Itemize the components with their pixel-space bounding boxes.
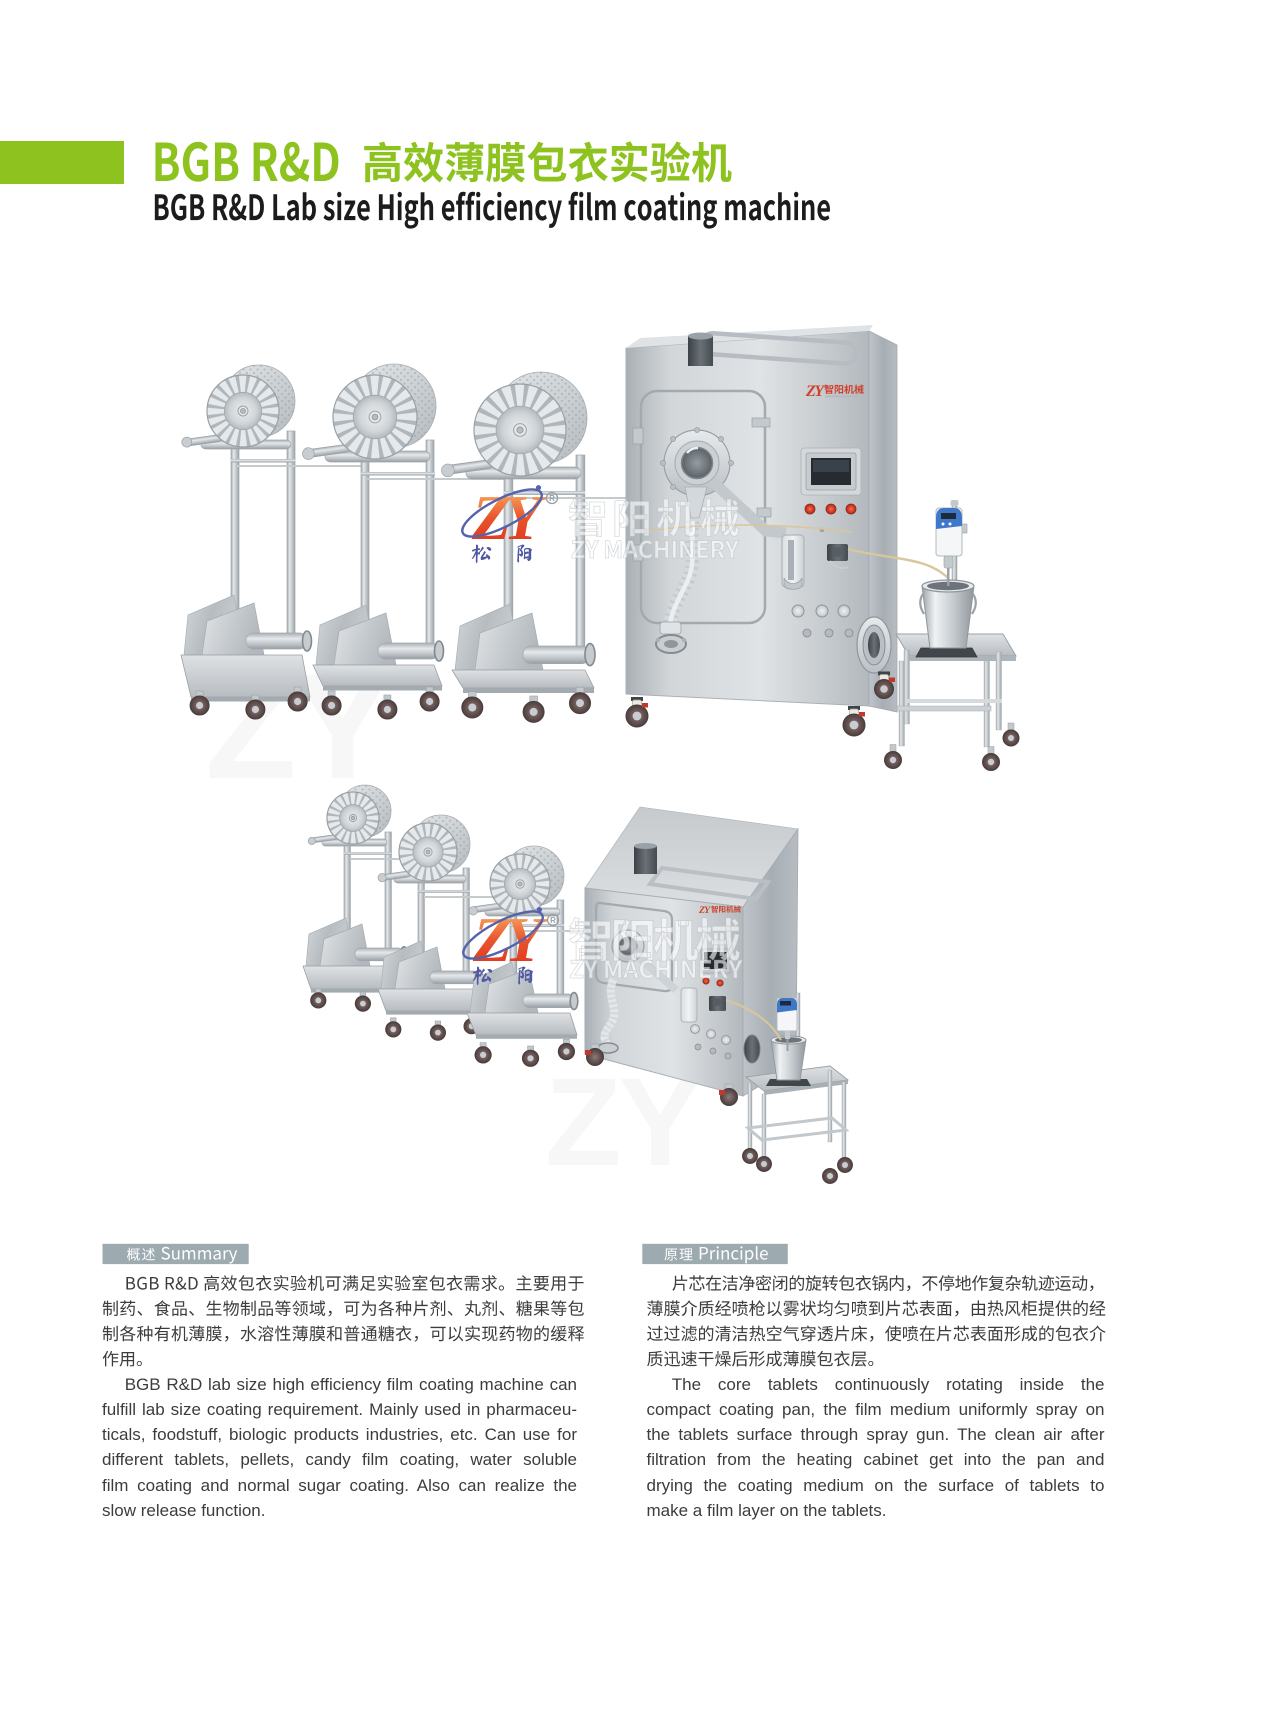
svg-text:R: R	[549, 494, 555, 503]
svg-text:R: R	[550, 916, 556, 925]
